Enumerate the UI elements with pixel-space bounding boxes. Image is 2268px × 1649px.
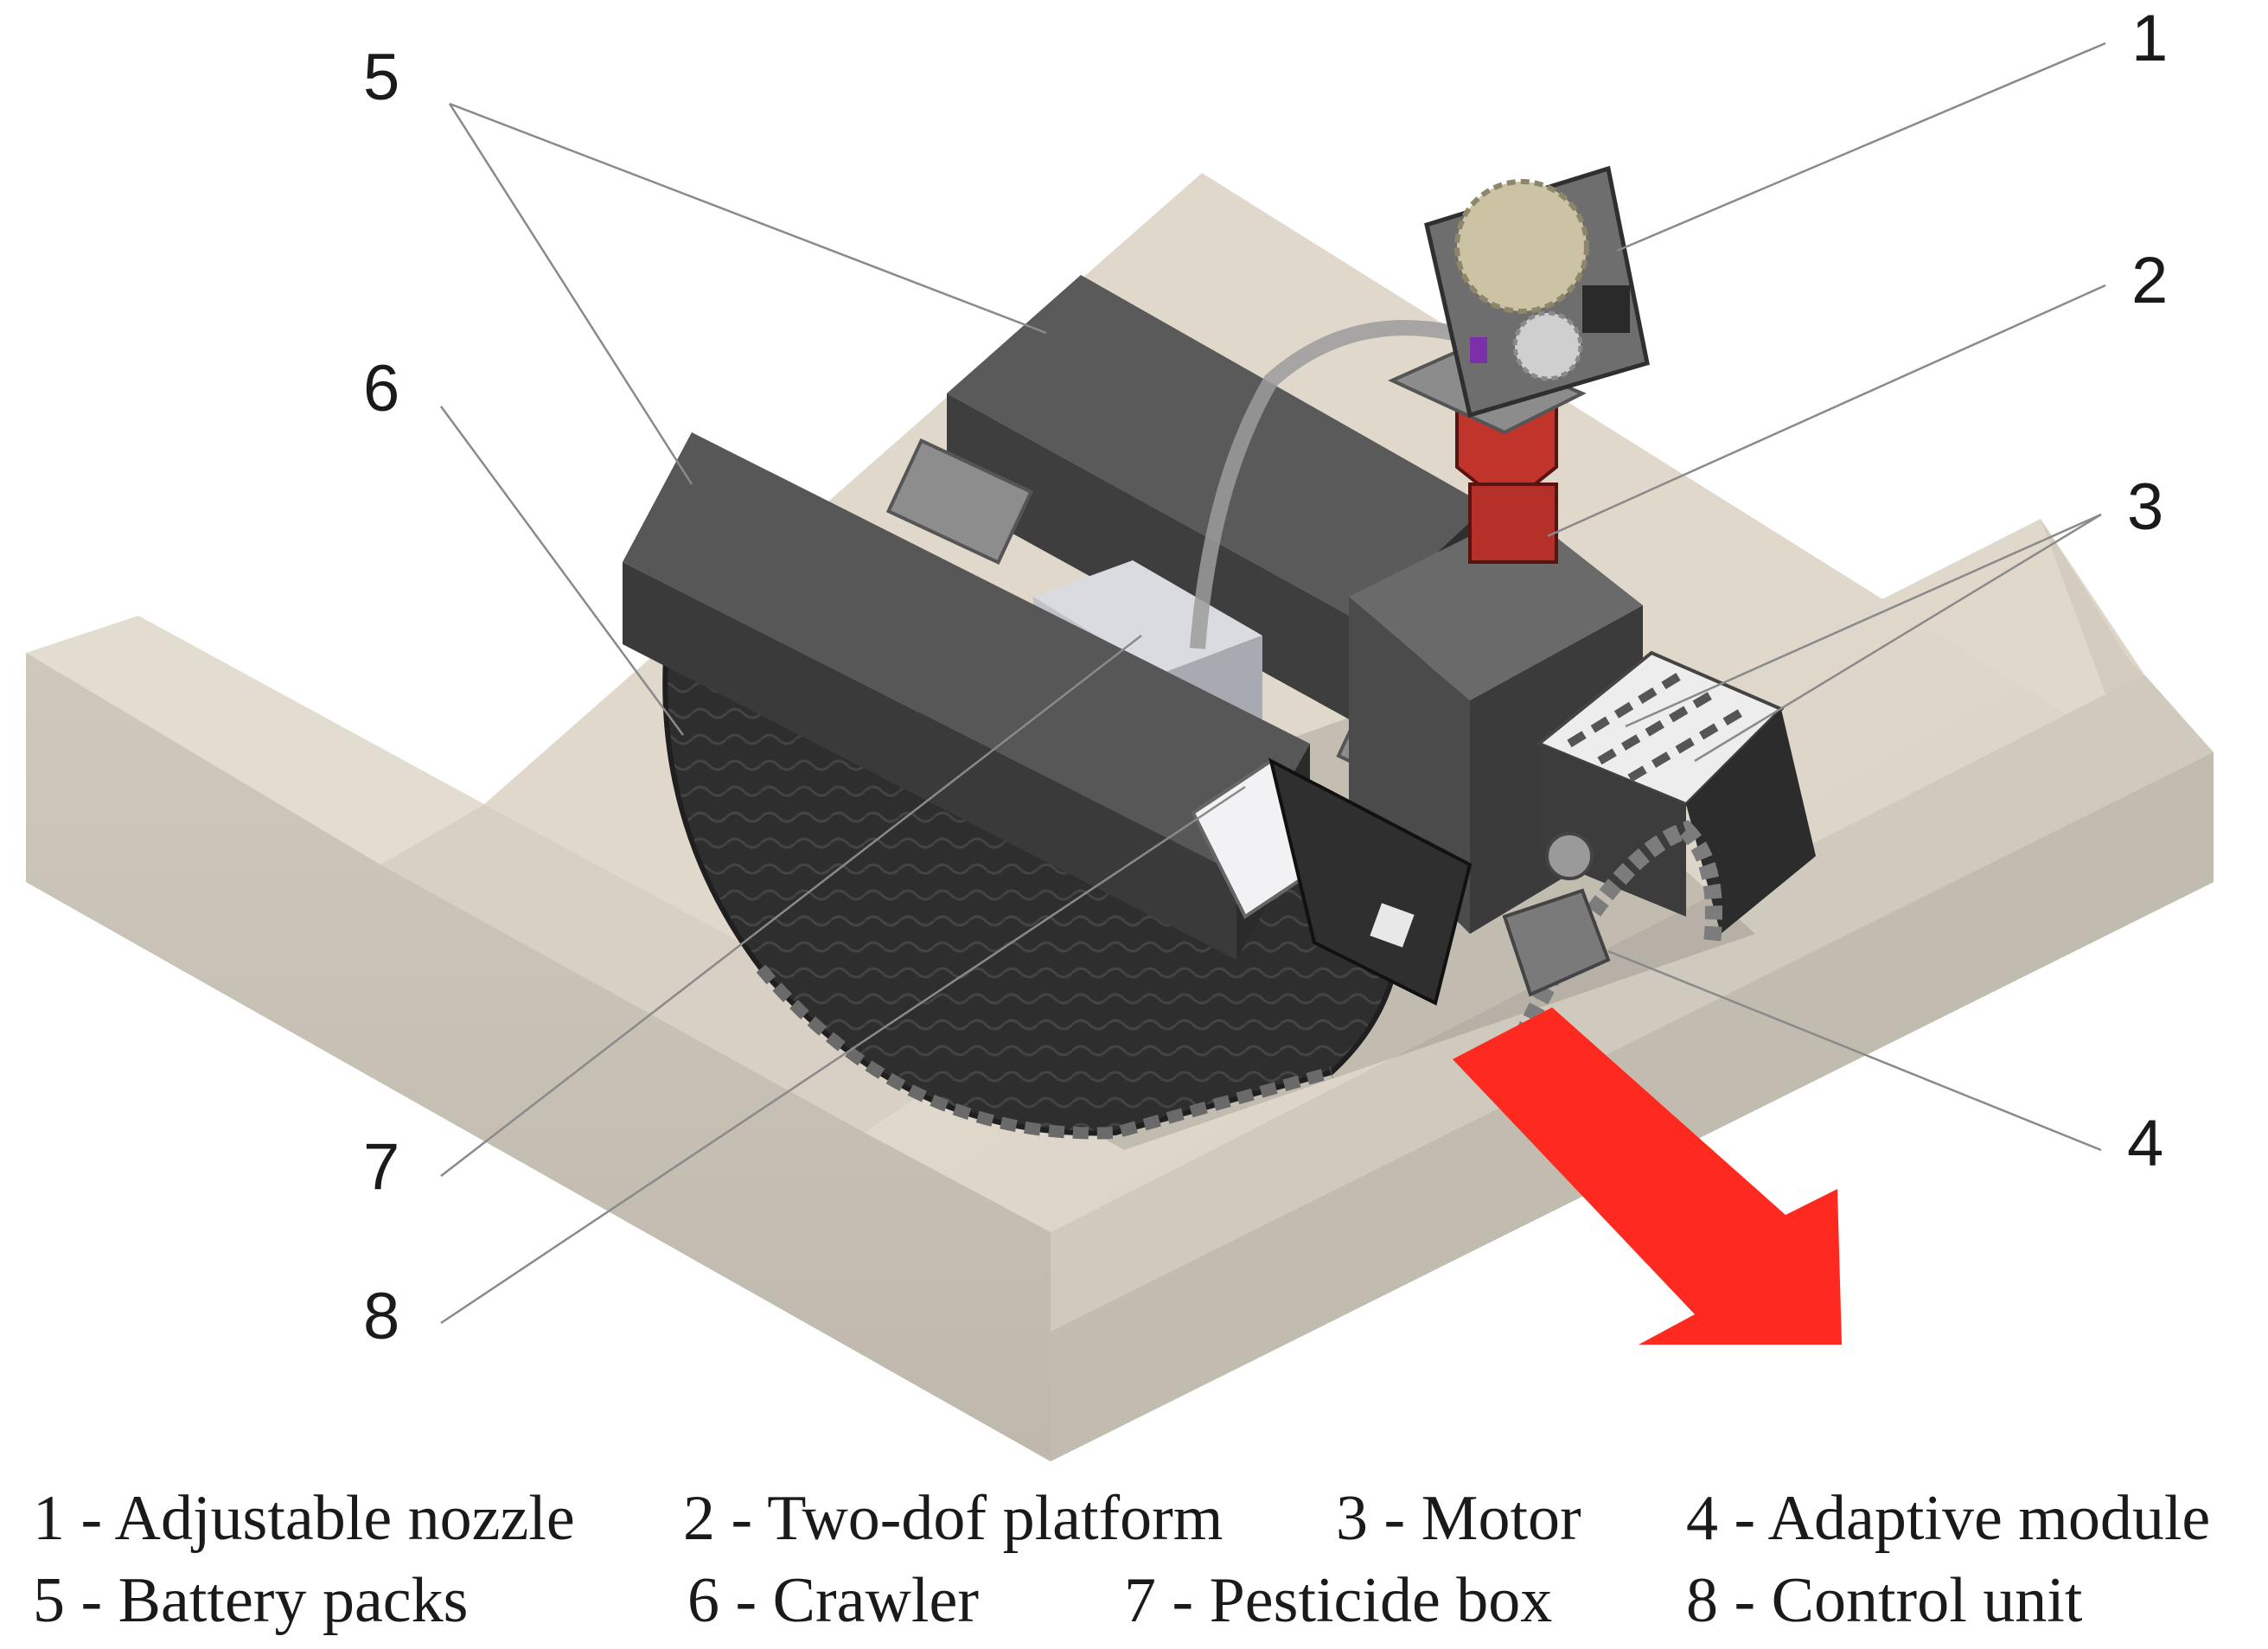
legend: 1 - Adjustable nozzle 2 - Two-dof platfo…: [33, 1483, 2210, 1636]
leader-1: [1616, 42, 2106, 252]
callout-1: 1: [2131, 2, 2168, 75]
terrain-front-top-strip: [1051, 674, 2214, 1332]
leader-3a: [1625, 513, 2102, 728]
motor-stripe-3: [1627, 705, 1749, 783]
adaptive-module-shaft: [1545, 832, 1594, 880]
two-dof-platform-servo: [1468, 483, 1558, 564]
legend-item-8: 8 - Control unit: [1686, 1565, 2083, 1636]
adaptive-module-bracket: [1502, 888, 1611, 997]
motor-stripe-2: [1597, 687, 1719, 765]
leader-3b: [1694, 513, 2102, 763]
callout-2: 2: [2131, 244, 2168, 317]
terrain-left-ridge: [26, 616, 484, 865]
crawler-track-edge: [756, 964, 1333, 1140]
spray-hose: [1190, 320, 1454, 649]
bracket-left: [885, 438, 1034, 566]
callout-6: 6: [363, 352, 399, 425]
leader-6: [439, 406, 685, 736]
terrain-left-front-edge: [26, 653, 1051, 1461]
control-unit-board: [1268, 757, 1473, 1006]
legend-item-6: 6 - Crawler: [687, 1565, 979, 1636]
legend-item-2: 2 - Two-dof platform: [683, 1483, 1223, 1554]
chassis-top: [1349, 510, 1643, 700]
callout-4: 4: [2127, 1107, 2163, 1180]
nozzle-chip: [1470, 337, 1487, 363]
leader-4: [1607, 949, 2102, 1152]
callout-7: 7: [363, 1130, 399, 1204]
control-unit-chip: [1370, 903, 1415, 948]
battery-pack-front-face: [623, 562, 1236, 960]
nozzle-component: [1582, 285, 1630, 333]
leader-5b: [448, 103, 693, 485]
motor-side: [1686, 709, 1816, 934]
nozzle-gear-large: [1454, 179, 1589, 314]
robot: [623, 165, 1816, 1150]
direction-arrow: [1453, 1007, 1842, 1345]
legend-item-5: 5 - Battery packs: [33, 1565, 468, 1636]
leader-2: [1547, 284, 2106, 538]
motor-stripe-1: [1567, 670, 1684, 748]
legend-item-4: 4 - Adaptive module: [1686, 1483, 2210, 1554]
battery-pack-rear-top: [947, 275, 1487, 623]
leader-lines: [439, 42, 2106, 1325]
terrain-left-slope: [380, 804, 968, 1133]
leader-5a: [449, 102, 1047, 335]
callout-8: 8: [363, 1280, 399, 1353]
legend-item-1: 1 - Adjustable nozzle: [33, 1483, 575, 1554]
callout-5: 5: [363, 41, 399, 114]
nozzle-gear-small: [1512, 310, 1583, 381]
callout-labels: 1 2 3 4 5 6 7 8: [363, 2, 2168, 1353]
legend-item-3: 3 - Motor: [1336, 1483, 1581, 1554]
legend-item-7: 7 - Pesticide box: [1124, 1565, 1552, 1636]
callout-3: 3: [2127, 470, 2163, 544]
motor-face: [1539, 744, 1686, 917]
leader-7: [440, 635, 1142, 1177]
battery-pack-front-top: [623, 432, 1310, 873]
leader-8: [440, 785, 1246, 1325]
